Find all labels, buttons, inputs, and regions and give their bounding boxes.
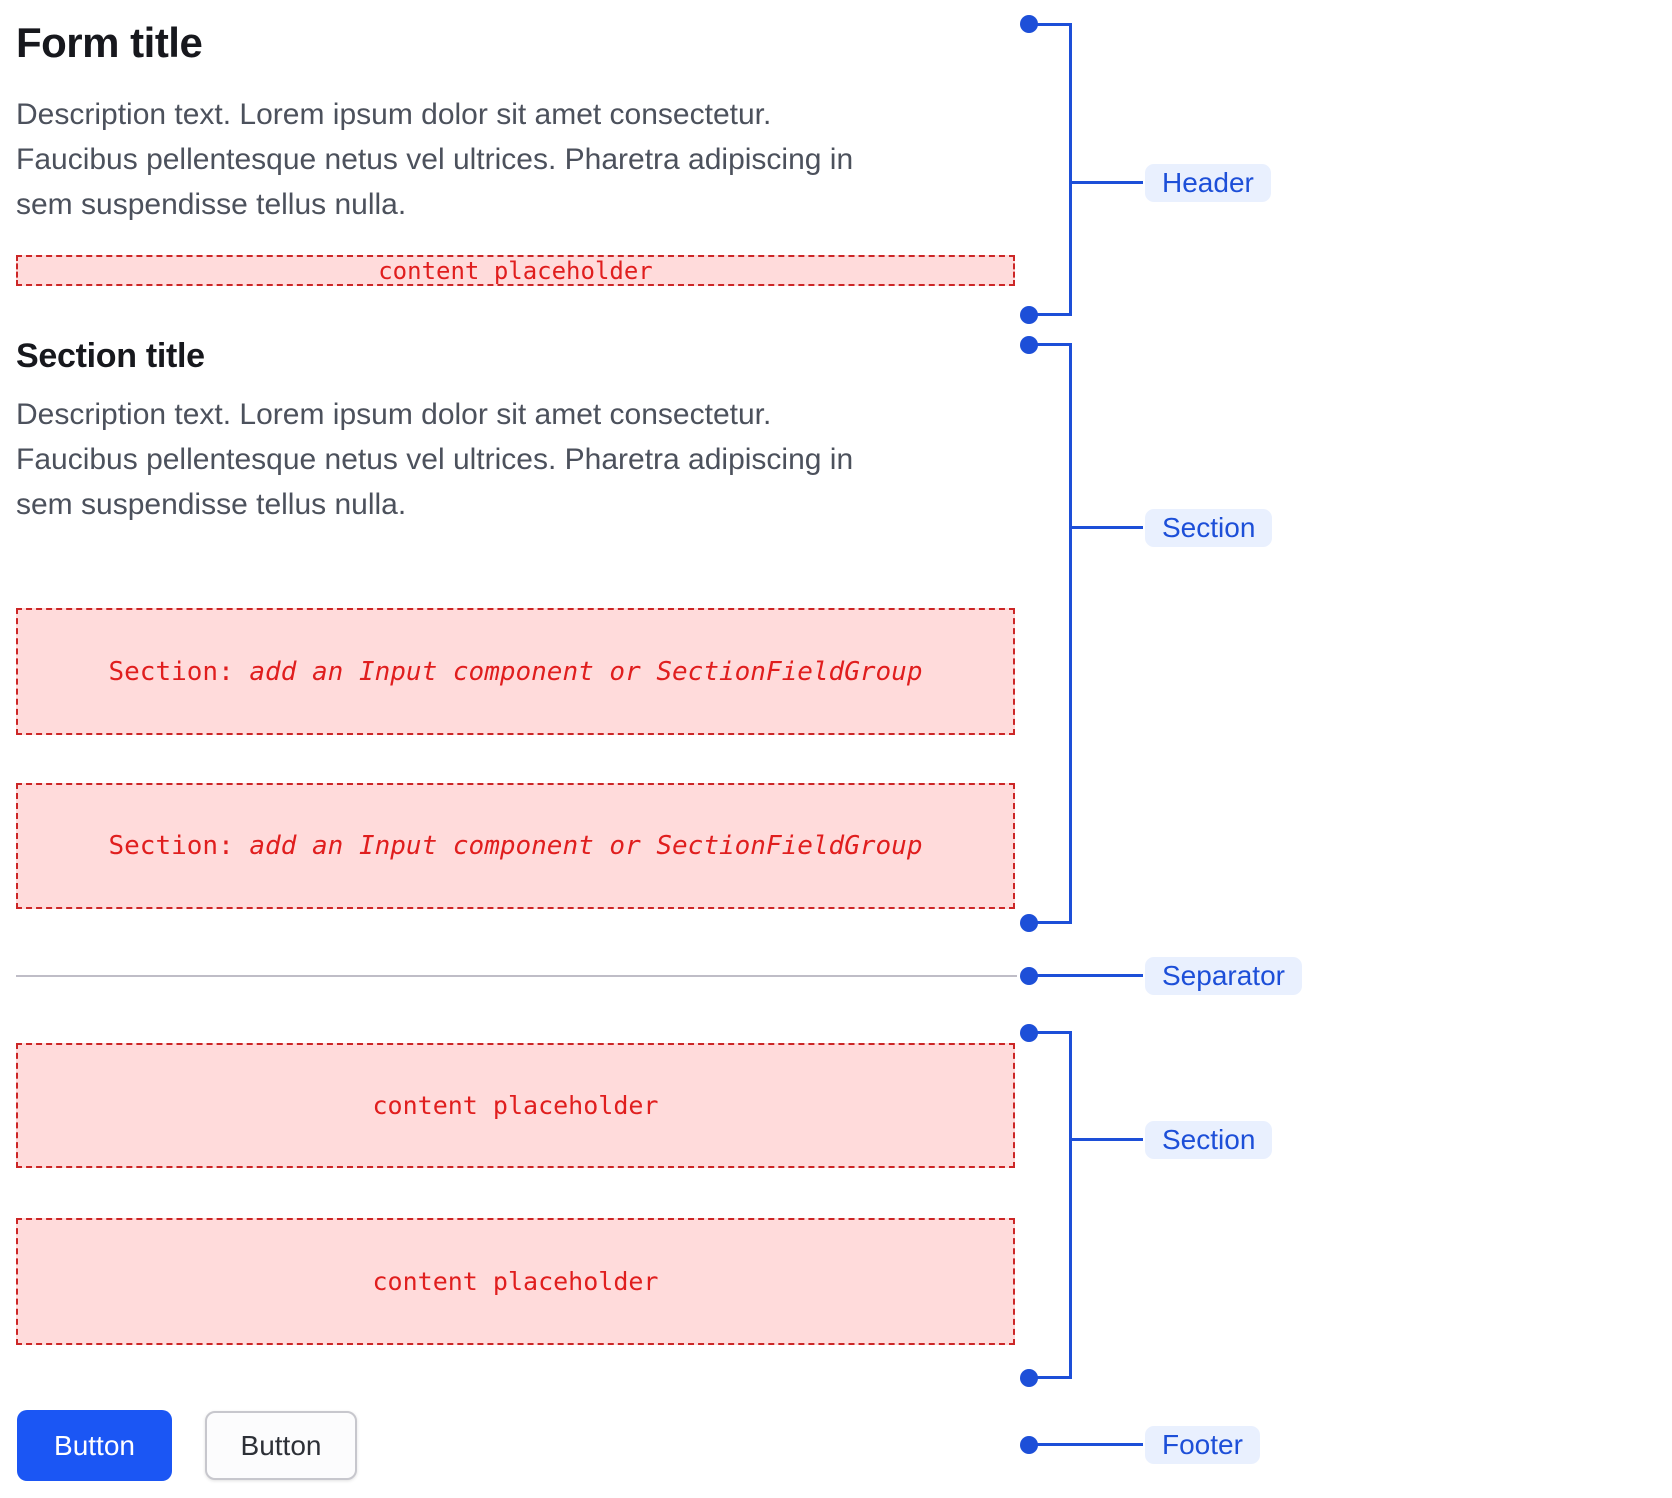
annotation-section2-label: Section [1143, 1119, 1275, 1161]
section-title: Section title [16, 337, 205, 375]
section-input-placeholder-2-prefix: Section: [108, 831, 234, 861]
section-input-placeholder-2: Section: add an Input component or Secti… [16, 783, 1015, 909]
header-bracket-top-stub [1029, 23, 1071, 26]
annotation-footer-label: Footer [1143, 1424, 1262, 1466]
header-bracket-bottom-dot [1020, 306, 1038, 324]
section2-content-placeholder-2: content placeholder [16, 1218, 1015, 1345]
section-input-placeholder-2-text: add an Input component or SectionFieldGr… [233, 831, 923, 861]
form-description-line-1: Description text. Lorem ipsum dolor sit … [16, 98, 772, 131]
section1-bracket-top-stub [1029, 343, 1071, 346]
annotation-separator-label: Separator [1143, 955, 1304, 997]
section-input-placeholder-1-prefix: Section: [108, 656, 234, 687]
header-bracket-bottom-stub [1029, 313, 1071, 316]
annotation-section1-label: Section [1143, 507, 1275, 549]
section1-label-connector [1071, 526, 1143, 529]
section-description-line-3: sem suspendisse tellus nulla. [16, 488, 407, 521]
section-description: Description text. Lorem ipsum dolor sit … [16, 392, 853, 527]
section2-label-connector [1071, 1138, 1143, 1141]
separator-line [16, 975, 1017, 977]
primary-button[interactable]: Button [17, 1410, 172, 1481]
section2-bracket-bottom-stub [1029, 1376, 1071, 1379]
header-content-placeholder: content placeholder [16, 255, 1015, 286]
section2-content-placeholder-1: content placeholder [16, 1043, 1015, 1168]
form-description: Description text. Lorem ipsum dolor sit … [16, 92, 853, 227]
section-description-line-2: Faucibus pellentesque netus vel ultrices… [16, 443, 854, 476]
section1-bracket-bottom-dot [1020, 914, 1038, 932]
section-input-placeholder-1: Section: add an Input component or Secti… [16, 608, 1015, 735]
section2-content-placeholder-1-label: content placeholder [372, 1091, 659, 1120]
secondary-button[interactable]: Button [205, 1411, 357, 1480]
annotation-header-label: Header [1143, 162, 1273, 204]
section2-bracket-line [1069, 1031, 1072, 1379]
separator-label-connector [1029, 974, 1143, 977]
section1-bracket-line [1069, 343, 1072, 924]
form-description-line-3: sem suspendisse tellus nulla. [16, 188, 407, 221]
section-input-placeholder-1-text: add an Input component or SectionFieldGr… [233, 656, 923, 687]
section-description-line-1: Description text. Lorem ipsum dolor sit … [16, 398, 772, 431]
header-bracket-line [1069, 23, 1072, 316]
form-title: Form title [16, 19, 203, 66]
section2-bracket-bottom-dot [1020, 1369, 1038, 1387]
header-label-connector [1071, 181, 1143, 184]
section2-bracket-top-stub [1029, 1031, 1071, 1034]
section1-bracket-bottom-stub [1029, 921, 1071, 924]
section2-content-placeholder-2-label: content placeholder [372, 1267, 659, 1296]
header-content-placeholder-label: content placeholder [378, 256, 653, 285]
footer-label-connector [1029, 1443, 1143, 1446]
form-description-line-2: Faucibus pellentesque netus vel ultrices… [16, 143, 854, 176]
